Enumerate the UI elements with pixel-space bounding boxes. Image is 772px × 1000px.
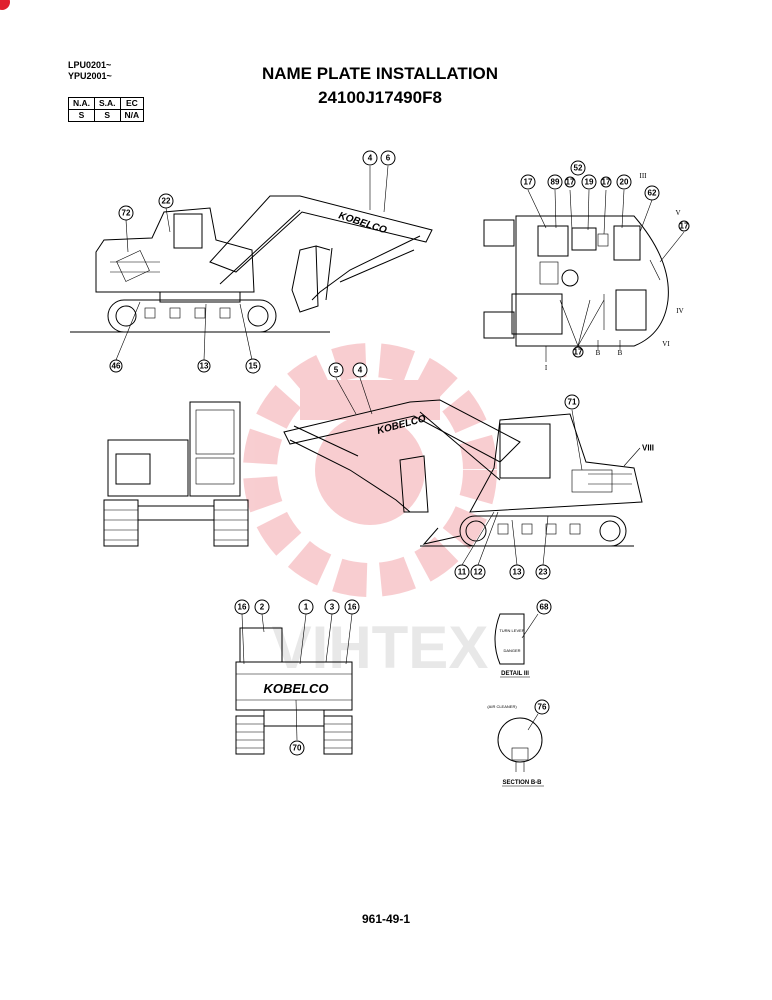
serial-range-1: LPU0201~ [68,60,112,70]
callout-68: 68 [540,603,549,612]
callout-plan-17b: 17 [566,178,575,187]
callouts-side-middle: 5 4 71 VIII 11 12 13 23 [328,362,654,580]
callout-16a: 16 [238,603,247,612]
sectionbb-caption: SECTION B-B [503,780,543,786]
callout-23: 23 [539,568,548,577]
callouts-sectionbb: 76 [534,699,550,715]
codes-value-ec: N/A [119,109,145,122]
codes-table: N.A. S.A. EC S S N/A [68,97,145,122]
callouts-plan: 17 89 17 19 17 20 52 62 17 17 [520,160,690,358]
callouts-rear: 16 2 1 3 16 70 [234,599,360,756]
rear-brand-text: KOBELCO [264,681,329,696]
page-title: NAME PLATE INSTALLATION [261,64,499,83]
callout-72: 72 [122,209,131,218]
callouts-detail3: 68 [536,599,552,615]
callout-71: 71 [568,398,577,407]
boom-brand-text: KOBELCO [337,210,388,236]
serial-range-2: YPU2001~ [68,71,112,81]
roman-v: V [675,209,680,217]
callout-13: 13 [200,362,209,371]
corner-marker-icon [0,0,10,10]
roman-i: I [545,364,548,372]
section-b-b: (AIR CLEANER) SECTION B-B [487,704,544,787]
callout-13-mid: 13 [513,568,522,577]
excavator-plan-view [483,189,685,362]
callout-70: 70 [293,744,302,753]
sectionbb-note: (AIR CLEANER) [487,704,517,709]
detail3-caption: DETAIL III [501,671,529,677]
excavator-rear-view: KOBELCO [235,613,353,755]
callout-6: 6 [386,154,391,163]
codes-value-na: S [68,109,95,122]
callout-5: 5 [334,366,339,375]
callout-plan-20: 20 [620,178,629,187]
section-b-right: B [618,349,623,357]
callout-plan-19: 19 [585,178,594,187]
callout-46: 46 [112,362,121,371]
detail3-line-2: DANGER [503,648,520,653]
callouts-side-top: 4 6 22 72 46 13 15 [109,150,396,374]
roman-vi: VI [662,340,670,348]
callout-1: 1 [304,603,309,612]
page-number: 961-49-1 [361,912,411,926]
section-b-left: B [596,349,601,357]
callout-plan-17e: 17 [574,348,583,357]
watermark: VIHTEX [243,343,497,681]
plan-view-roman-markers: III V IV VI I B B [545,172,684,372]
callout-4-mid: 4 [358,366,363,375]
roman-iv: IV [676,307,683,315]
callout-12: 12 [474,568,483,577]
callout-plan-17c: 17 [602,178,611,187]
callout-2: 2 [260,603,265,612]
roman-viii: VIII [642,444,654,453]
callout-16b: 16 [348,603,357,612]
roman-iii: III [640,172,648,180]
detail3-line-1: TURN LEVER [499,628,524,633]
detail-iii: TURN LEVER DANGER DETAIL III [494,613,539,678]
callout-plan-17a: 17 [524,178,533,187]
watermark-text: VIHTEX [272,614,489,681]
excavator-front-view [103,401,249,547]
codes-value-row: S S N/A [68,109,145,122]
callout-plan-62: 62 [648,189,657,198]
part-number: 24100J17490F8 [318,88,442,107]
serial-ranges: LPU0201~ YPU2001~ [68,60,112,82]
callout-76: 76 [538,703,547,712]
callout-15: 15 [249,362,258,371]
excavator-side-view-top: KOBELCO [70,165,433,361]
callout-plan-89: 89 [551,178,560,187]
callout-4: 4 [368,154,373,163]
callout-plan-17d: 17 [680,222,689,231]
callout-3: 3 [330,603,335,612]
callout-plan-52: 52 [574,164,583,173]
callout-11: 11 [458,568,467,577]
callout-22: 22 [162,197,171,206]
